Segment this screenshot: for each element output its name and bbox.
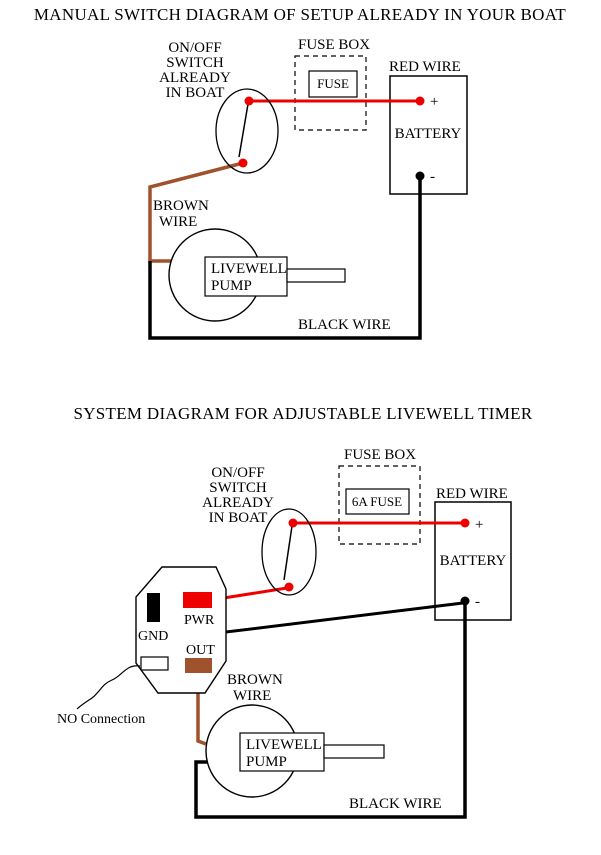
gnd-label: GND xyxy=(138,629,168,644)
switch-outline xyxy=(261,508,317,596)
pump-label-line1: LIVEWELL xyxy=(211,261,287,277)
switch-label-line2: SWITCH xyxy=(166,55,224,71)
battery-minus-label: - xyxy=(430,169,435,185)
fuse-label: 6A FUSE xyxy=(352,494,402,509)
brown-wire xyxy=(148,161,244,263)
brown-wire-label-line2: WIRE xyxy=(159,214,197,230)
battery-plus-terminal xyxy=(460,518,470,528)
battery-plus-label: + xyxy=(475,517,483,533)
black-wire xyxy=(148,176,422,340)
gnd-terminal xyxy=(147,593,160,622)
pwr-terminal xyxy=(183,592,212,608)
battery-plus-terminal xyxy=(415,96,425,106)
no-connection-label: NO Connection xyxy=(57,712,145,727)
pump-outlet xyxy=(286,268,346,283)
switch-terminal-top xyxy=(288,518,298,528)
battery-label: BATTERY xyxy=(395,126,462,142)
out-terminal xyxy=(185,658,212,673)
pump-label-line1: LIVEWELL xyxy=(246,737,322,753)
pump-outlet xyxy=(323,744,385,759)
battery-minus-label: - xyxy=(475,594,480,610)
diagram2-title: SYSTEM DIAGRAM FOR ADJUSTABLE LIVEWELL T… xyxy=(73,404,532,423)
pump-label-line2: PUMP xyxy=(211,278,252,294)
fuse-body xyxy=(308,70,358,98)
switch-terminal-bottom xyxy=(238,158,248,168)
battery-plus-label: + xyxy=(430,94,438,110)
pump-body xyxy=(204,256,288,297)
pump-label-line2: PUMP xyxy=(246,754,287,770)
fuse-label: FUSE xyxy=(317,76,349,91)
brown-wire-label-line1: BROWN xyxy=(153,198,209,214)
brown-wire-label-line1: BROWN xyxy=(227,672,283,688)
switch-outline xyxy=(215,88,279,174)
out-label: OUT xyxy=(186,643,215,658)
no-connection-terminal xyxy=(140,656,169,671)
manual-switch-diagram: MANUAL SWITCH DIAGRAM OF SETUP ALREADY I… xyxy=(34,5,567,340)
switch-terminal-top xyxy=(244,96,254,106)
fuse-box-outline xyxy=(294,55,367,131)
brown-wire xyxy=(196,673,207,746)
black-wire-label: BLACK WIRE xyxy=(349,796,442,812)
black-wire-label: BLACK WIRE xyxy=(298,317,391,333)
battery-minus-terminal xyxy=(415,171,425,181)
switch-label-line4: IN BOAT xyxy=(209,510,268,526)
fuse-box-label: FUSE BOX xyxy=(298,37,370,53)
switch-terminal-bottom xyxy=(284,582,294,592)
fuse-body xyxy=(345,488,410,515)
no-connection-pointer xyxy=(76,665,141,710)
fuse-box-label: FUSE BOX xyxy=(344,447,416,463)
battery-minus-terminal xyxy=(460,596,470,606)
switch-label-line3: ALREADY xyxy=(202,495,274,511)
switch-lever xyxy=(238,103,249,158)
red-wire-label: RED WIRE xyxy=(389,59,461,75)
battery-body xyxy=(389,75,468,195)
switch-label-line1: ON/OFF xyxy=(211,465,264,481)
switch-label-line1: ON/OFF xyxy=(168,40,221,56)
timer-system-diagram: SYSTEM DIAGRAM FOR ADJUSTABLE LIVEWELL T… xyxy=(57,404,533,819)
black-wire xyxy=(194,601,467,819)
switch-lever xyxy=(283,525,293,581)
pwr-label: PWR xyxy=(184,613,215,628)
battery-label: BATTERY xyxy=(440,553,507,569)
brown-wire-label-line2: WIRE xyxy=(233,688,271,704)
pump-body xyxy=(239,732,325,772)
switch-label-line3: ALREADY xyxy=(159,70,231,86)
fuse-box-outline xyxy=(338,465,421,545)
red-wire-label: RED WIRE xyxy=(436,486,508,502)
switch-label-line4: IN BOAT xyxy=(166,85,225,101)
switch-label-line2: SWITCH xyxy=(209,480,267,496)
diagram1-title: MANUAL SWITCH DIAGRAM OF SETUP ALREADY I… xyxy=(34,5,567,24)
